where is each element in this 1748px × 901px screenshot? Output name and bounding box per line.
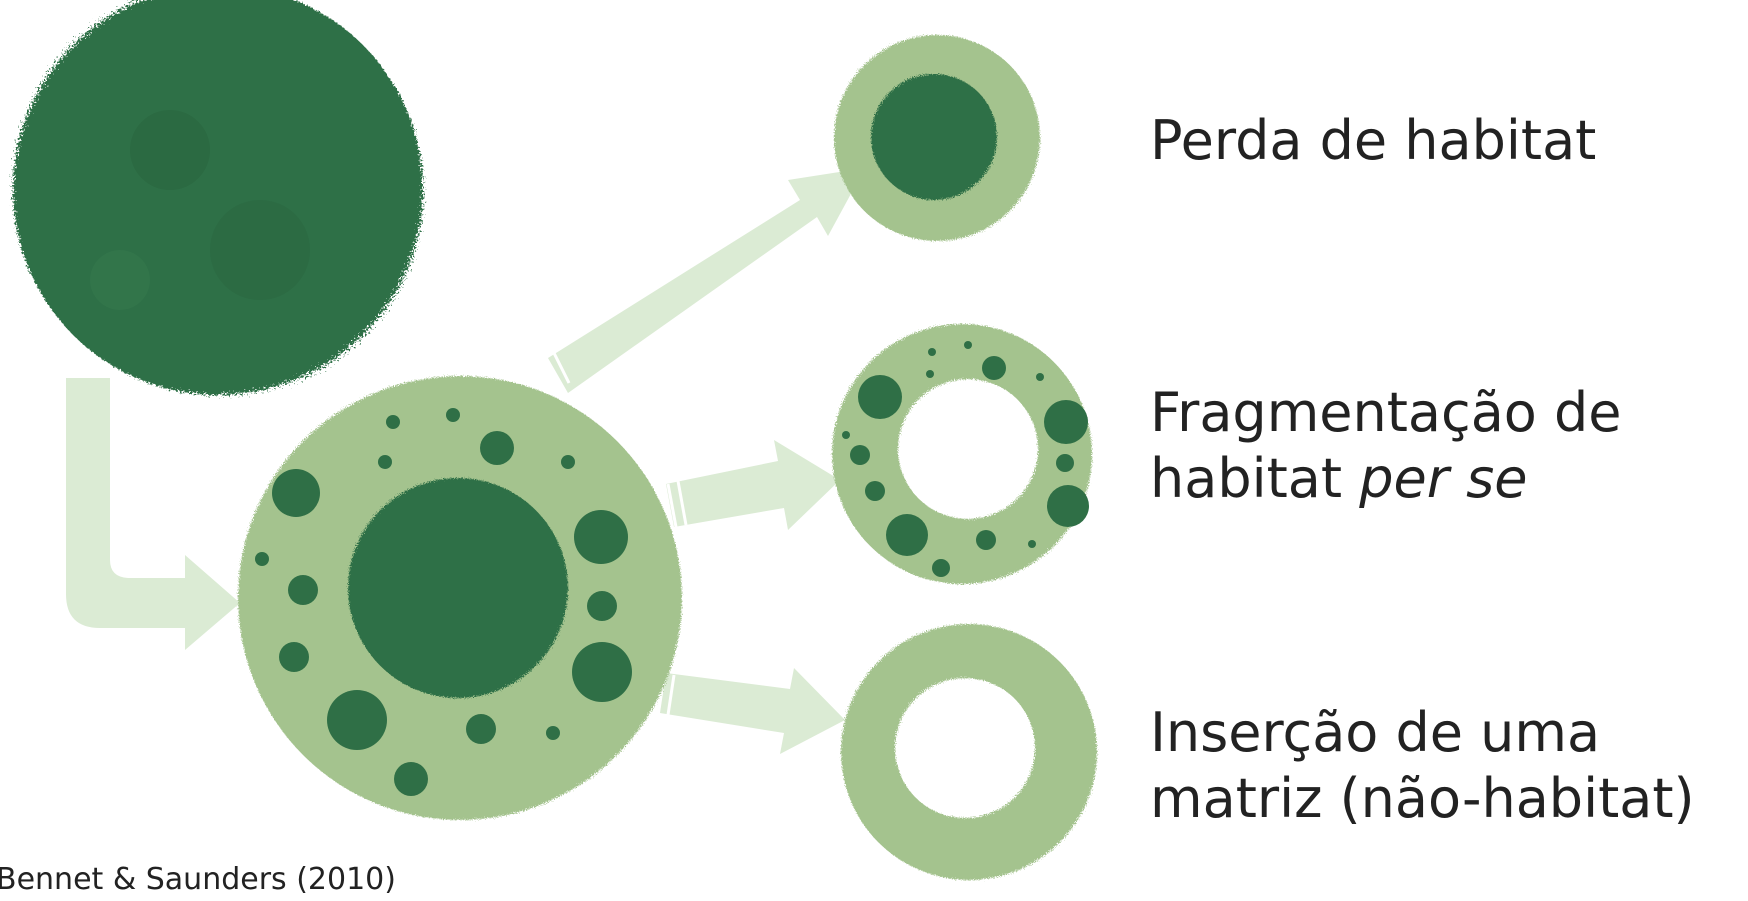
- habitat-loss-label: Perda de habitat: [1150, 108, 1596, 174]
- citation: Bennet & Saunders (2010): [0, 862, 396, 898]
- fragmentation-line2: habitat per se: [1150, 446, 1622, 512]
- continuous-habitat-patch: [13, 0, 423, 395]
- arrow-to-fragmentation: [666, 440, 840, 530]
- arrow-to-habitat-loss: [540, 168, 865, 393]
- matrix-label: Inserção de uma matriz (não-habitat): [1150, 700, 1695, 832]
- arrow-down-right: [66, 378, 240, 650]
- per-se-italic: per se: [1359, 447, 1527, 510]
- matrix-line2: matriz (não-habitat): [1150, 766, 1695, 832]
- fragmentation-line2-plain: habitat: [1150, 447, 1359, 510]
- arrow-to-matrix: [658, 668, 845, 754]
- fragmentation-label: Fragmentação de habitat per se: [1150, 380, 1622, 512]
- central-landscape: [238, 376, 682, 820]
- matrix-line1: Inserção de uma: [1150, 700, 1695, 766]
- habitat-loss-landscape: [834, 35, 1040, 241]
- habitat-loss-text: Perda de habitat: [1150, 109, 1596, 172]
- fragmentation-line1: Fragmentação de: [1150, 380, 1622, 446]
- fragmentation-landscape: [832, 324, 1092, 584]
- matrix-landscape: [841, 624, 1097, 880]
